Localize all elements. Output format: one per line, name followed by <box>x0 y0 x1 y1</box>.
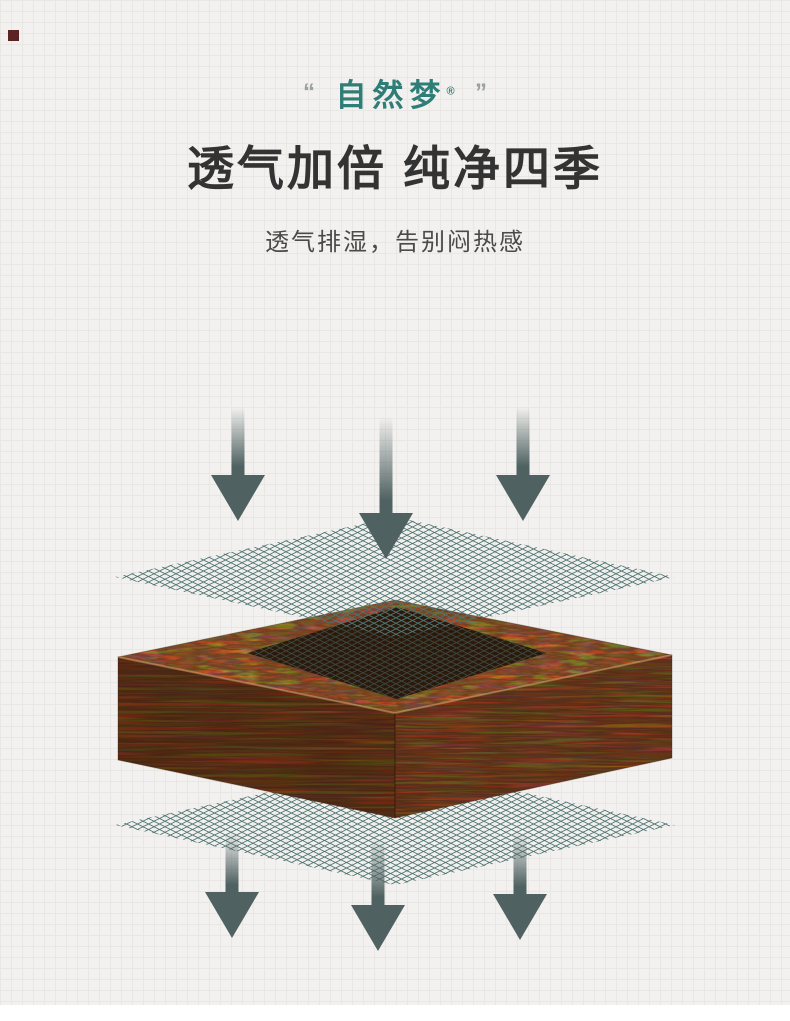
corner-accent-square <box>8 30 19 41</box>
close-quote-mark: ” <box>475 79 487 106</box>
arrow-head-icon <box>351 905 405 951</box>
section-subtitle: 透气排湿，告别闷热感 <box>265 229 525 256</box>
airflow-arrow-bottom-right <box>493 832 547 940</box>
arrow-tail <box>371 838 385 907</box>
top-mesh-layer <box>115 517 675 637</box>
arrow-head-icon <box>211 475 265 521</box>
airflow-arrow-bottom-middle <box>351 838 405 951</box>
mattress-breathability-illustration <box>0 395 790 1005</box>
arrow-tail <box>231 407 245 477</box>
airflow-arrow-top-left <box>211 407 265 521</box>
brand-name-text: 自然梦 <box>335 78 447 113</box>
coir-mattress-core <box>117 599 673 819</box>
arrow-head-icon <box>359 513 413 559</box>
airflow-arrow-top-right <box>496 407 550 521</box>
mesh-sheet <box>115 517 675 637</box>
coir-edge-highlight <box>117 654 673 715</box>
open-quote-mark: “ <box>302 79 315 106</box>
brand-logo-text: 自然梦® <box>335 70 454 115</box>
arrow-tail <box>516 407 530 477</box>
bottom-margin <box>0 1005 790 1021</box>
mesh-shadow-texture <box>247 607 547 699</box>
airflow-arrow-top-middle <box>359 417 413 559</box>
arrow-head-icon <box>496 475 550 521</box>
section-title: 透气加倍 纯净四季 <box>186 142 604 195</box>
coir-front-left-face <box>118 657 395 818</box>
arrow-tail <box>513 832 527 896</box>
registered-trademark-symbol: ® <box>446 85 455 98</box>
arrow-head-icon <box>205 892 259 938</box>
airflow-arrow-bottom-left <box>205 832 259 938</box>
bottom-mesh-layer <box>115 765 675 885</box>
illustration-canvas <box>115 407 675 951</box>
coir-front-right-face <box>395 655 672 818</box>
mesh-sheet <box>115 765 675 885</box>
brand-header: “ 自然梦® ” <box>0 70 790 115</box>
arrow-head-icon <box>493 894 547 940</box>
arrow-tail <box>379 417 393 515</box>
arrow-tail <box>225 832 239 894</box>
